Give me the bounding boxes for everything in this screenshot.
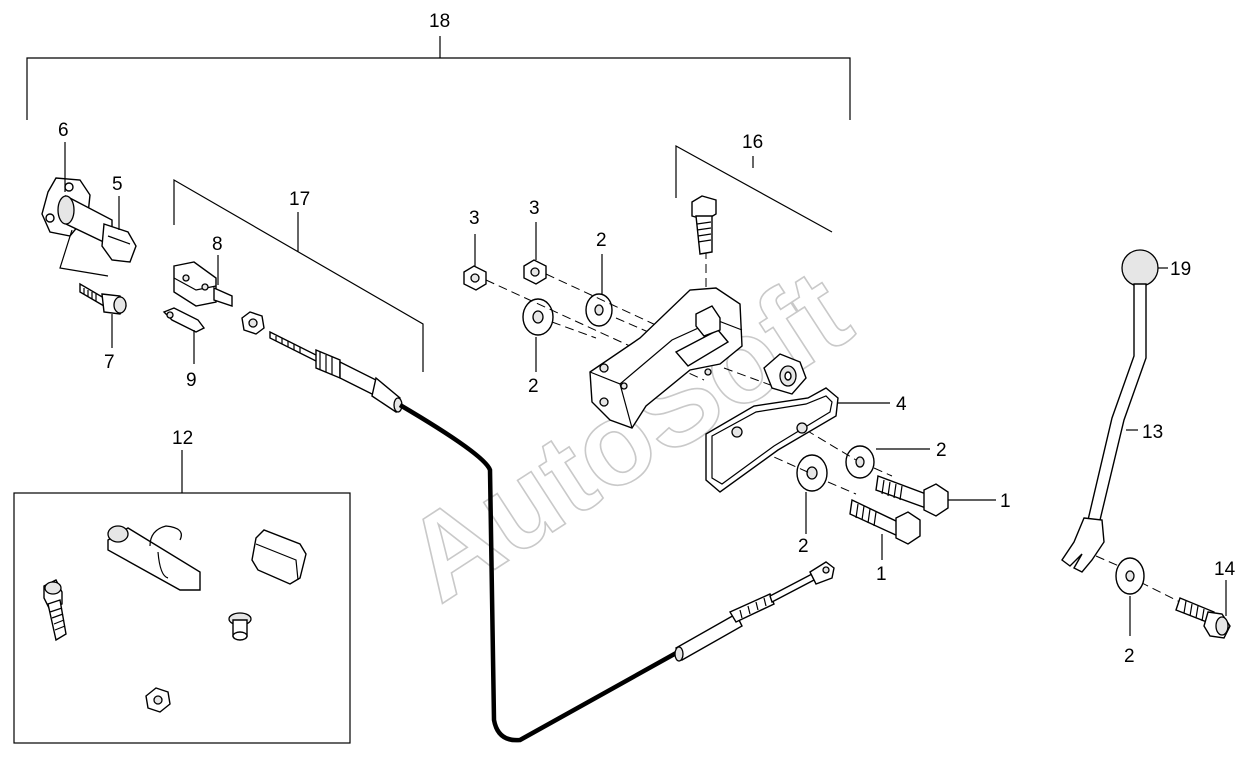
bolt-1-upper: 1 <box>875 475 1011 517</box>
callout-12: 12 <box>172 428 193 449</box>
lever-bracket <box>589 287 743 429</box>
callout-3b: 3 <box>529 198 540 219</box>
bracket-bolt <box>691 195 717 255</box>
callout-16: 16 <box>742 132 763 153</box>
callout-17: 17 <box>289 189 310 210</box>
callout-1b: 1 <box>876 564 887 585</box>
callout-7: 7 <box>104 352 115 373</box>
kit-nut <box>145 687 171 713</box>
kit-key <box>251 529 307 585</box>
nut-3-left: 3 <box>463 208 487 291</box>
cable-wire <box>398 403 680 743</box>
washer-2-e: 2 <box>1115 557 1145 667</box>
screw-14: 14 <box>1175 559 1236 639</box>
bracket-17: 17 <box>173 178 424 372</box>
callout-3a: 3 <box>469 208 480 229</box>
callout-5: 5 <box>112 174 123 195</box>
cable-assembly <box>269 330 835 743</box>
callout-2d: 2 <box>798 536 809 557</box>
kit-pin <box>107 525 201 591</box>
clip-9: 9 <box>162 307 206 391</box>
bracket-16: 16 <box>675 132 833 233</box>
callout-4: 4 <box>896 394 907 415</box>
kit-box-12: 12 <box>13 428 351 744</box>
screw-7: 7 <box>79 282 127 373</box>
washer-2-c: 2 <box>845 440 947 479</box>
solenoid-assembly: 6 5 <box>41 120 137 277</box>
clevis-8: 8 <box>173 234 233 307</box>
washer-2-a: 2 <box>585 230 613 327</box>
callout-19: 19 <box>1170 259 1191 280</box>
callout-8: 8 <box>212 234 223 255</box>
shift-lever-13: 19 13 <box>1061 249 1191 573</box>
washer-2-d: 2 <box>796 454 828 557</box>
kit-screw <box>43 579 67 642</box>
callout-6: 6 <box>58 120 69 141</box>
washer-2-b: 2 <box>522 298 554 397</box>
cable-nut <box>241 311 265 335</box>
callout-1a: 1 <box>1000 491 1011 512</box>
bushing <box>763 353 807 395</box>
callout-9: 9 <box>186 370 197 391</box>
callout-2a: 2 <box>596 230 607 251</box>
callout-14: 14 <box>1214 559 1236 580</box>
nut-3-right: 3 <box>523 198 547 285</box>
callout-2c: 2 <box>936 440 947 461</box>
bolt-1-lower: 1 <box>849 498 921 585</box>
callout-2e: 2 <box>1124 646 1135 667</box>
gasket-plate-4: 4 <box>705 387 907 493</box>
kit-plug <box>228 612 252 641</box>
callout-18: 18 <box>429 11 450 32</box>
callout-2b: 2 <box>528 376 539 397</box>
bracket-18: 18 <box>26 11 851 120</box>
callout-13: 13 <box>1142 422 1163 443</box>
